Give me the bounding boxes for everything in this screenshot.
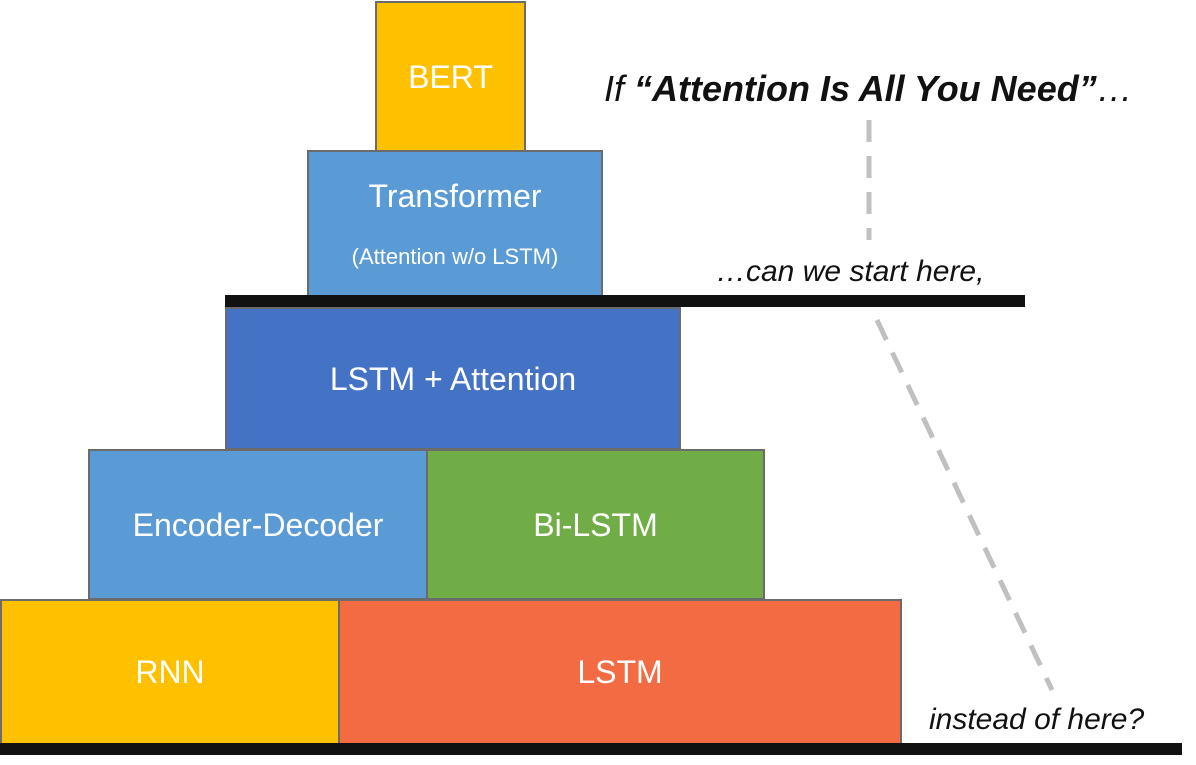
upper-baseline [225,295,1025,307]
bert-label: BERT [408,58,493,95]
lstm-attention-block: LSTM + Attention [225,307,681,450]
rnn-block: RNN [0,599,340,745]
instead-here-note: instead of here? [929,703,1145,736]
bi-lstm-block: Bi-LSTM [426,449,765,600]
lstm-attention-label: LSTM + Attention [329,360,577,397]
attention-headline: If “Attention Is All You Need”… [604,68,1133,110]
headline-paper-title: “Attention Is All You Need” [634,68,1097,109]
bert-block: BERT [375,1,526,152]
transformer-label: Transformer [368,178,542,214]
encoder-decoder-label: Encoder-Decoder [132,506,384,543]
lstm-label: LSTM [577,654,663,690]
headline-if: If [604,68,635,109]
bottom-baseline [0,743,1182,755]
transformer-sublabel: (Attention w/o LSTM) [351,244,559,269]
lstm-block: LSTM [338,599,902,745]
dashed-line-diagonal [874,318,1055,692]
bi-lstm-label: Bi-LSTM [533,506,658,543]
headline-ellipsis: … [1096,68,1133,109]
encoder-decoder-block: Encoder-Decoder [88,449,428,600]
rnn-label: RNN [135,654,205,690]
transformer-block: Transformer (Attention w/o LSTM) [307,150,603,297]
start-here-note: …can we start here, [716,255,985,288]
